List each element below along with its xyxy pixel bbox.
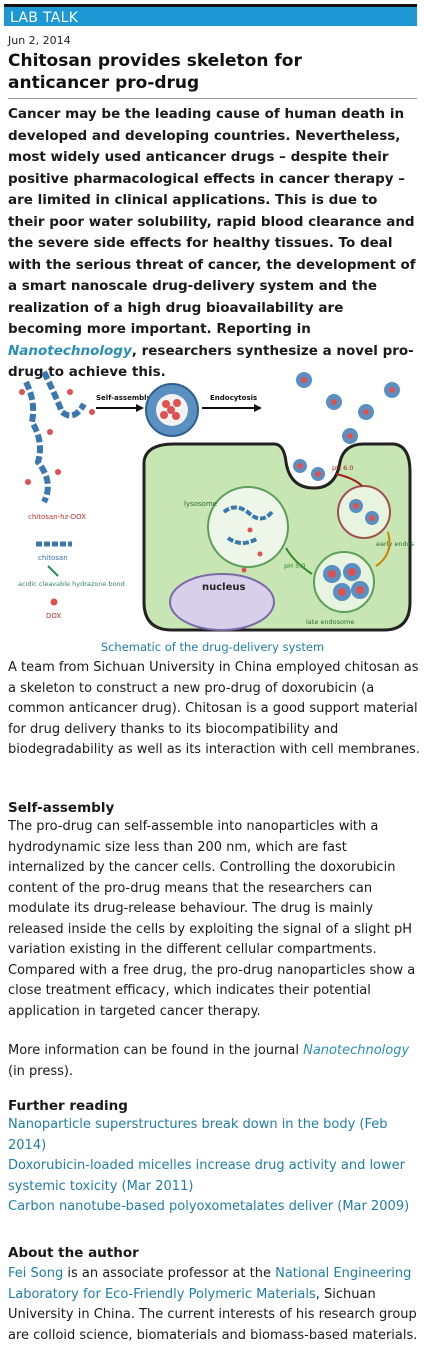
further-reading-link-3[interactable]: Carbon nanotube-based polyoxometalates d… bbox=[8, 1199, 410, 1214]
further-reading-link-2[interactable]: Doxorubicin-loaded micelles increase dru… bbox=[8, 1158, 405, 1194]
ph60-arrow bbox=[335, 473, 363, 487]
label-endocytosis: Endocytosis bbox=[210, 394, 257, 402]
article-title: Chitosan provides skeleton for anticance… bbox=[8, 51, 302, 93]
paragraph-self-assembly: The pro-drug can self-assemble into nano… bbox=[8, 819, 416, 1019]
intro-text-2: , researchers synthesize a novel pro-dru… bbox=[8, 342, 414, 381]
author-link[interactable]: Fei Song bbox=[8, 1266, 64, 1281]
intro-paragraph: Cancer may be the leading cause of human… bbox=[8, 104, 418, 384]
further-reading-list: Nanoparticle superstructures break down … bbox=[8, 1115, 420, 1218]
more-info-prefix: More information can be found in the jou… bbox=[8, 1043, 304, 1058]
section-label[interactable]: LAB TALK bbox=[4, 4, 417, 26]
paragraph-team: A team from Sichuan University in China … bbox=[8, 660, 420, 757]
figure-caption: Schematic of the drug-delivery system bbox=[100, 640, 325, 654]
label-ph50: pH 5.0 bbox=[284, 562, 305, 570]
label-self-assembly: Self-assembly bbox=[96, 394, 152, 402]
early-endosome-illustration bbox=[337, 485, 391, 539]
drug-delivery-figure: chitosan-hz-DOX chitosan acidic cleavabl… bbox=[14, 362, 425, 637]
incoming-particles bbox=[296, 372, 400, 444]
journal-link[interactable]: Nanotechnology bbox=[8, 342, 132, 359]
legend-bond-label: acidic cleavable hydrazone bond bbox=[18, 580, 125, 588]
lysosome-illustration bbox=[207, 486, 289, 568]
legend-chitosan-label: chitosan bbox=[38, 554, 68, 562]
title-divider bbox=[8, 98, 417, 99]
heading-self-assembly: Self-assembly bbox=[8, 800, 115, 816]
legend-bond-swatch bbox=[47, 565, 59, 577]
endosome-transition-arrow bbox=[375, 531, 391, 567]
more-info-journal-link[interactable]: Nanotechnology bbox=[303, 1043, 410, 1058]
label-late-endosome: late endosome bbox=[306, 618, 354, 626]
further-reading-link-1[interactable]: Nanoparticle superstructures break down … bbox=[8, 1117, 388, 1153]
legend-dox-label: DOX bbox=[46, 612, 61, 620]
late-endosome-illustration bbox=[313, 551, 375, 613]
about-text-1: is an associate professor at the bbox=[63, 1266, 276, 1281]
paragraph-more-info: More information can be found in the jou… bbox=[8, 1041, 420, 1082]
nanoparticle-illustration bbox=[145, 383, 199, 437]
nucleus-illustration bbox=[169, 573, 275, 631]
chitosan-chain-illustration bbox=[19, 370, 95, 504]
paragraph-about-author: Fei Song is an associate professor at th… bbox=[8, 1264, 420, 1346]
label-ph60: pH 6.0 bbox=[332, 464, 353, 472]
more-info-suffix: (in press). bbox=[8, 1063, 74, 1079]
label-lysosome: lysosome bbox=[184, 500, 217, 508]
lab-link[interactable]: National Engineering Laboratory for Eco-… bbox=[8, 1266, 412, 1302]
ph50-arrow bbox=[285, 547, 313, 575]
intro-text-1: Cancer may be the leading cause of human… bbox=[8, 106, 416, 337]
heading-about-author: About the author bbox=[8, 1245, 139, 1261]
label-chitosan-hz-dox: chitosan-hz-DOX bbox=[28, 513, 86, 521]
label-nucleus: nucleus bbox=[202, 582, 245, 593]
legend-dox-swatch bbox=[50, 598, 58, 606]
article-date: Jun 2, 2014 bbox=[8, 34, 71, 47]
heading-further-reading: Further reading bbox=[8, 1098, 128, 1114]
label-early-endosome: early endosome bbox=[376, 540, 414, 548]
about-text-2: , Sichuan University in China. The curre… bbox=[8, 1286, 418, 1343]
schematic-image: chitosan-hz-DOX chitosan acidic cleavabl… bbox=[18, 370, 425, 632]
